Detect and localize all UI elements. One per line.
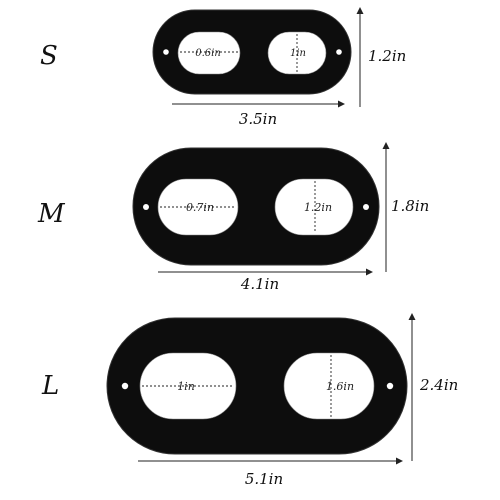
size-m-plate <box>132 147 380 266</box>
size-m-hole-width-label: 0.7in <box>186 201 214 214</box>
size-l-group: L 1in 1.6in 5.1in 2.4in <box>41 313 458 488</box>
size-m-left-mount-hole <box>143 204 149 210</box>
size-s-right-hole <box>267 31 327 75</box>
size-l-right-mount-hole <box>386 382 394 390</box>
size-m-group: M 0.7in 1.2in 4.1in 1.8in <box>37 142 429 293</box>
size-s-width-label: 3.5in <box>239 110 277 128</box>
size-s-left-mount-hole <box>163 49 169 55</box>
size-m-width-label: 4.1in <box>240 275 279 293</box>
size-m-letter: M <box>37 199 66 229</box>
size-s-letter: S <box>40 41 58 71</box>
size-l-height-label: 2.4in <box>419 376 458 394</box>
size-l-hole-width-label: 1in <box>177 380 195 393</box>
size-l-right-hole <box>283 352 375 420</box>
size-l-plate <box>106 317 408 455</box>
size-s-right-mount-hole <box>336 49 342 55</box>
size-l-width-label: 5.1in <box>245 470 283 488</box>
size-m-height-label: 1.8in <box>391 197 429 215</box>
size-m-hole-height-label: 1.2in <box>304 201 332 214</box>
size-s-height-label: 1.2in <box>368 47 406 65</box>
size-s-group: S 0.6in 1in 3.5in 1.2in <box>40 7 406 128</box>
size-m-right-mount-hole <box>363 204 369 210</box>
size-l-left-mount-hole <box>121 382 129 390</box>
size-l-letter: L <box>41 371 59 401</box>
size-m-right-hole <box>274 178 354 236</box>
size-l-hole-height-label: 1.6in <box>326 380 354 393</box>
size-s-left-hole <box>177 31 241 75</box>
size-s-hole-width-label: 0.6in <box>195 48 221 59</box>
size-s-hole-height-label: 1in <box>290 48 306 59</box>
